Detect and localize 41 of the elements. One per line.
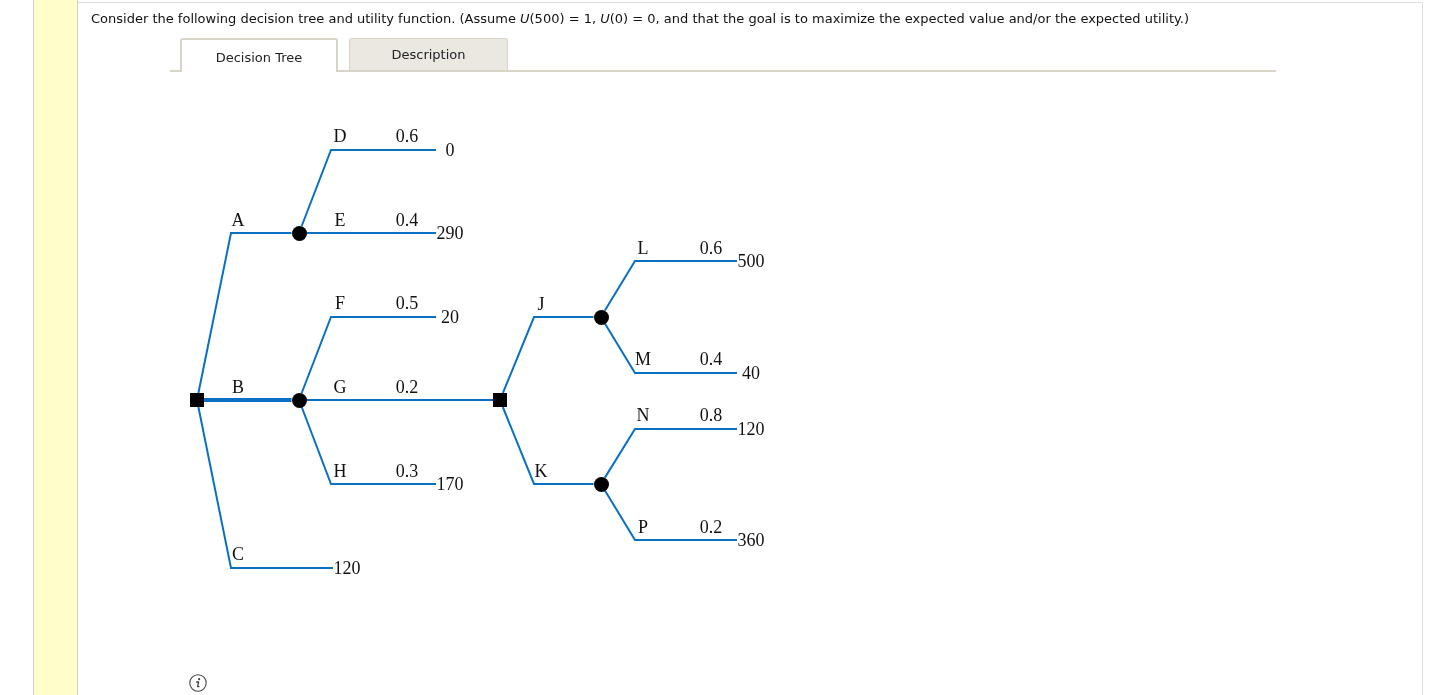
- probability-label: 0.3: [395, 461, 419, 481]
- probability-label: 0.5: [395, 293, 419, 313]
- chance-circle: [593, 309, 609, 325]
- payoff-value: 500: [737, 251, 765, 271]
- branch-line: [197, 232, 293, 394]
- branch-line: [305, 232, 437, 234]
- chance-circle: [593, 476, 609, 492]
- branch-line: [603, 322, 738, 374]
- payoff-value: 120: [737, 419, 765, 439]
- payoff-value: 20: [436, 307, 464, 327]
- question-text: Consider the following decision tree and utility function. (Assume U(500) = 1, U(0) = 0, and that the goal is to maximize the expected value and/or the expected utility.): [91, 10, 1190, 27]
- probability-label: 0.8: [699, 405, 723, 425]
- probability-label: 0.2: [395, 377, 419, 397]
- selected-tab: Decision Tree: [180, 38, 338, 72]
- probability-label: 0.2: [699, 517, 723, 537]
- payoff-value: 120: [333, 558, 361, 578]
- payoff-value: 290: [436, 223, 464, 243]
- payoff-value: 40: [737, 363, 765, 383]
- chance-circle: [291, 392, 307, 408]
- payoff-value: 170: [436, 474, 464, 494]
- probability-label: 0.6: [395, 126, 419, 146]
- probability-label: 0.4: [699, 349, 723, 369]
- decision-square: [493, 393, 507, 407]
- branch-line: [300, 149, 437, 227]
- branch-line: [300, 316, 437, 394]
- probability-label: 0.4: [395, 210, 419, 230]
- branch-line: [501, 406, 595, 485]
- branch-line: [305, 399, 494, 401]
- tab: Description: [349, 38, 508, 70]
- branch-line: [197, 406, 334, 569]
- probability-label: 0.6: [699, 238, 723, 258]
- branch-line: [300, 406, 437, 485]
- branch-line: [501, 316, 595, 394]
- branch-line: [603, 428, 738, 479]
- branch-line: [603, 489, 738, 541]
- payoff-value: 0: [436, 140, 464, 160]
- chance-circle: [291, 225, 307, 241]
- decision-square: [190, 393, 204, 407]
- payoff-value: 360: [737, 530, 765, 550]
- branch-line: [204, 397, 292, 403]
- branch-line: [603, 260, 738, 312]
